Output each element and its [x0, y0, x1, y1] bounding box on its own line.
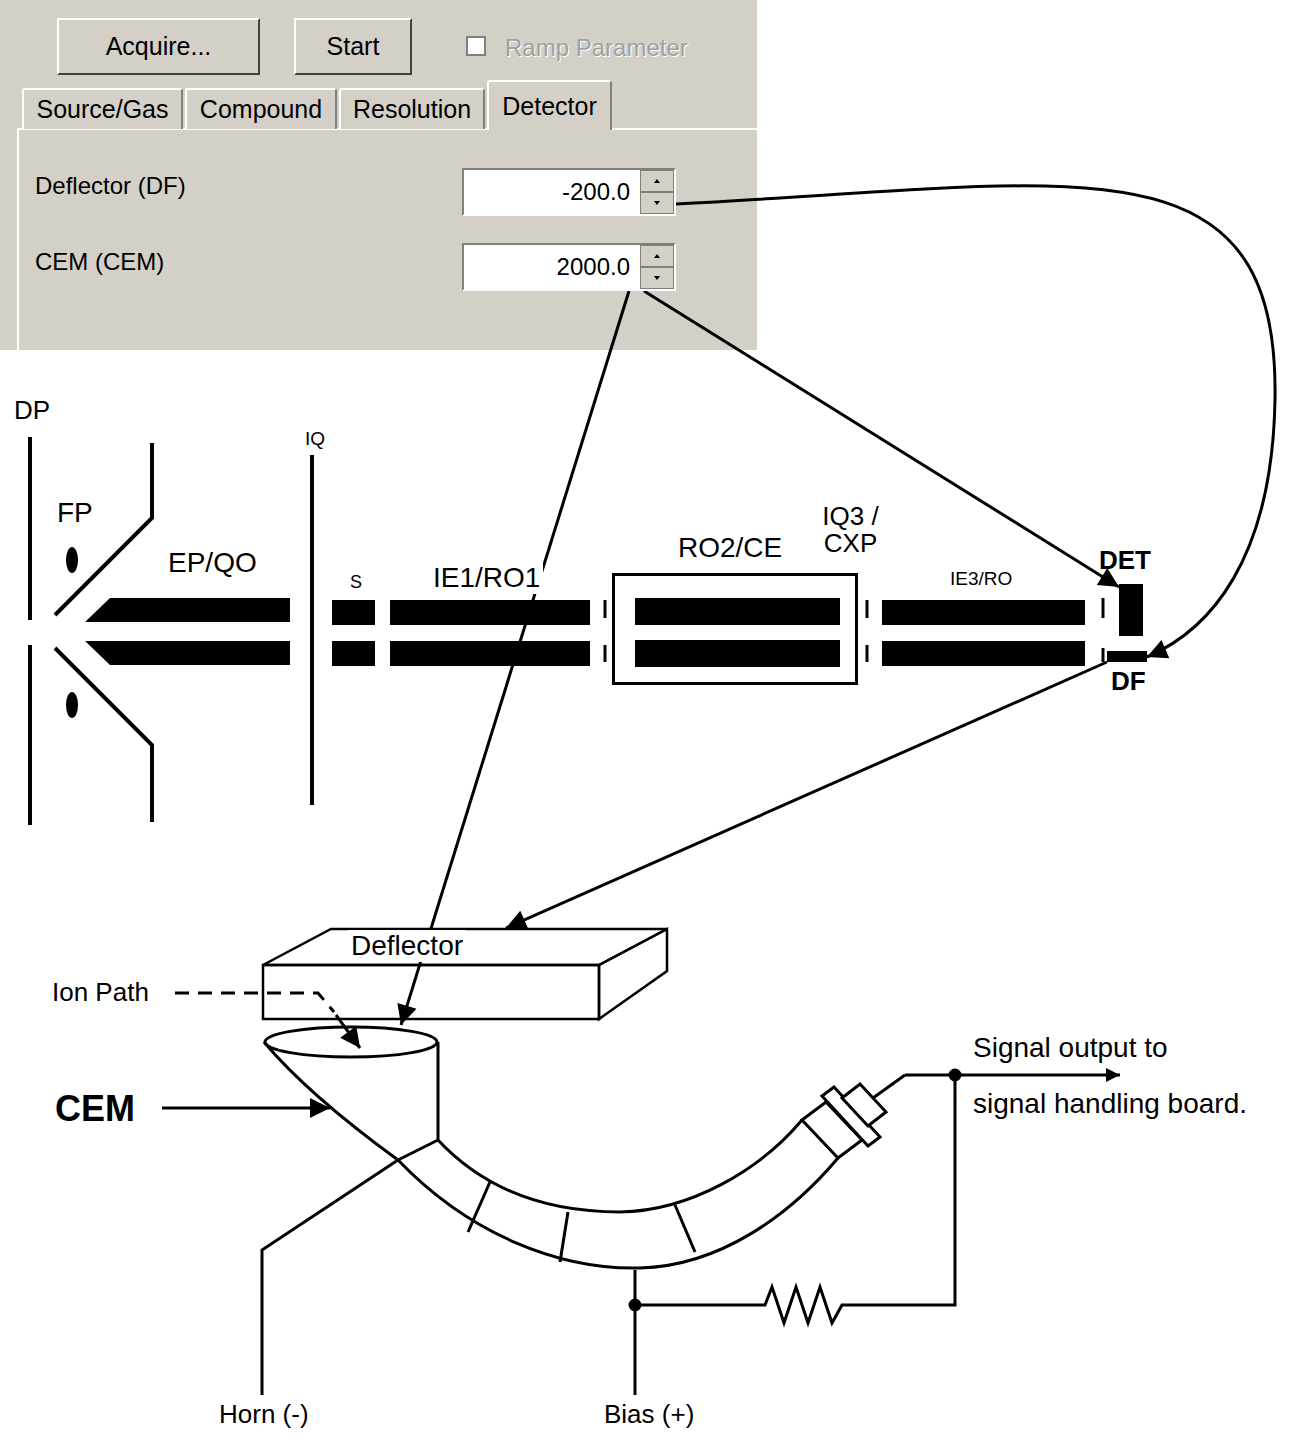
pin-name: Bias (+): [604, 1400, 694, 1430]
node-text: Source/Gas: [36, 95, 168, 124]
push-button: Start: [294, 18, 412, 75]
connector-arrow: [644, 291, 1119, 587]
node-text: Detector: [502, 92, 596, 121]
part-name: FP: [57, 497, 93, 529]
node-text: Start: [327, 32, 380, 61]
tab: Source/Gas: [22, 88, 183, 129]
node-text: DF: [1111, 667, 1146, 697]
cem-horn: CEM: [262, 1025, 440, 1059]
node-text: Compound: [200, 95, 322, 124]
node-text: Deflector: [348, 930, 466, 962]
field-label: Deflector (DF): [35, 172, 186, 200]
node-text: 2000.0: [557, 253, 630, 281]
collision-cell-box: RO2/CE: [612, 573, 858, 685]
tab: Resolution: [339, 88, 485, 129]
signal-note: Signal output to signal handling board.: [973, 1020, 1273, 1132]
tab: Compound: [185, 88, 337, 129]
spinner-buttons: [640, 245, 674, 289]
software-panel: [0, 0, 757, 350]
node-text: Resolution: [353, 95, 471, 124]
number-field: 2000.0: [462, 243, 676, 291]
connector-arrow: [676, 186, 1275, 657]
path-label: Ion Path: [52, 978, 149, 1008]
part-name: IE3/RO: [950, 568, 1012, 590]
node-text: Acquire...: [106, 32, 212, 61]
deflector-plate: DF: [1107, 651, 1147, 662]
node-text: CEM: [55, 1088, 135, 1129]
number-field: -200.0: [462, 168, 676, 216]
detector-plate: DET: [1119, 584, 1143, 636]
active-tab: Detector: [487, 80, 612, 130]
horn-opening: [262, 1025, 440, 1059]
part-name: DP: [14, 396, 50, 426]
checkbox-label: Ramp Parameter: [505, 34, 688, 62]
deflector-box: Deflector: [262, 928, 668, 1020]
connector-arrow: [506, 662, 1107, 928]
connector-arrow: [401, 291, 629, 1025]
pin-name: Horn (-): [219, 1400, 309, 1430]
node-text: DET: [1099, 546, 1151, 576]
node-text: -200.0: [562, 178, 630, 206]
part-name: IQ3 / CXP: [803, 503, 898, 558]
part-name: IE1/RO1: [430, 562, 543, 594]
field-label: CEM (CEM): [35, 248, 164, 276]
part-name: S: [350, 572, 362, 593]
part-name: IQ: [305, 428, 325, 450]
node-text: RO2/CE: [678, 532, 782, 564]
spinner-buttons: [640, 170, 674, 214]
part-name: EP/QO: [168, 547, 257, 579]
push-button: Acquire...: [57, 18, 260, 75]
